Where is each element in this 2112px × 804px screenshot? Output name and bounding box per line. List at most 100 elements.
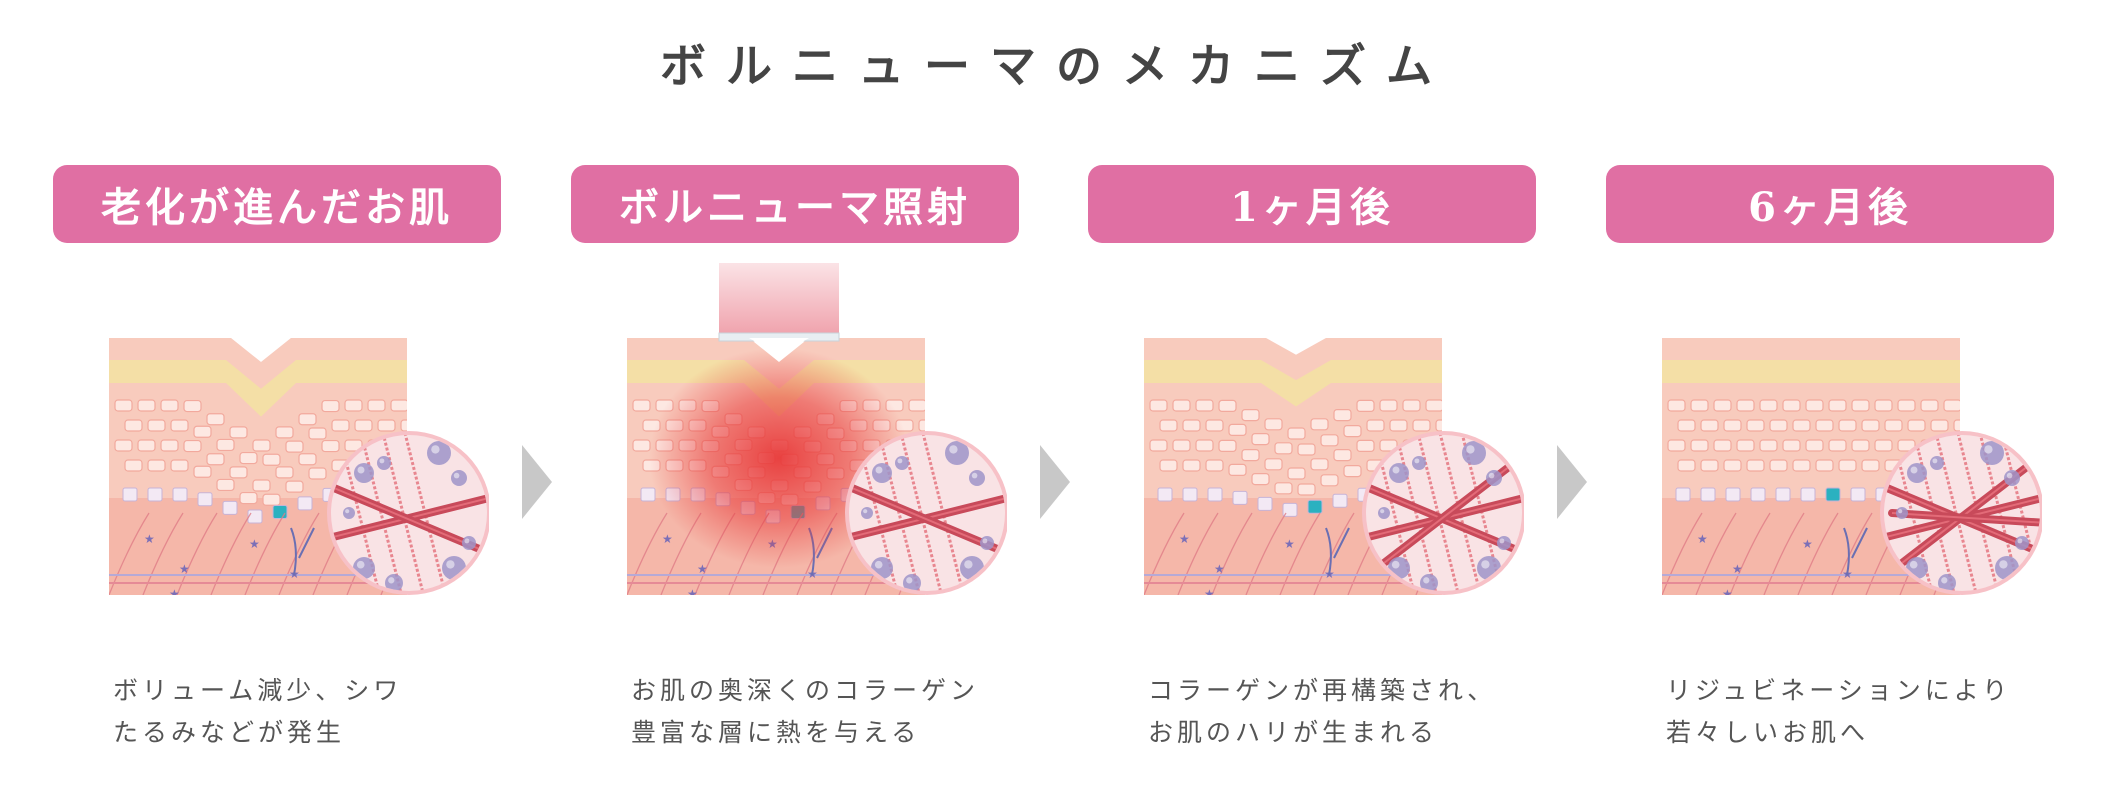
star-glyph: ★ bbox=[1722, 587, 1733, 601]
skin-cell bbox=[632, 399, 651, 412]
elastin-dot bbox=[980, 536, 994, 550]
skin-illustration: ★★★★★ bbox=[1662, 298, 2042, 601]
caption-line: お肌の奥深くのコラーゲン bbox=[631, 676, 980, 705]
dermal-fiber bbox=[210, 512, 252, 595]
skin-cell bbox=[1264, 418, 1283, 431]
skin-cell bbox=[170, 459, 189, 472]
skin-cell bbox=[1851, 399, 1870, 412]
basal-cell bbox=[1257, 496, 1273, 511]
elastin-dot-shine bbox=[1391, 560, 1400, 569]
elastin-dot bbox=[1995, 556, 2019, 580]
skin-cell bbox=[183, 439, 202, 453]
skin-cell bbox=[377, 419, 396, 432]
heat-glow bbox=[649, 348, 909, 568]
elastin-dot-shine bbox=[453, 472, 460, 479]
skin-cell bbox=[1310, 418, 1329, 431]
skin-cell bbox=[1287, 427, 1306, 440]
basal-cell bbox=[640, 487, 656, 502]
collagen-fiber-thin bbox=[1394, 435, 1438, 591]
star-glyph: ★ bbox=[169, 587, 180, 601]
elastin-dot bbox=[343, 507, 355, 519]
skin-cell bbox=[1274, 482, 1293, 495]
skin-cell bbox=[1251, 473, 1270, 486]
skin-cell bbox=[1228, 463, 1247, 476]
elastin-dot bbox=[1378, 507, 1390, 519]
skin-cell bbox=[1943, 399, 1960, 412]
skin-cell bbox=[1736, 399, 1755, 412]
skin-cell bbox=[1333, 409, 1352, 422]
elastin-dot-shine bbox=[446, 560, 455, 569]
skin-cell bbox=[321, 399, 340, 413]
skin-cell bbox=[1218, 439, 1237, 452]
caption-line: 豊富な層に熱を与える bbox=[631, 718, 921, 747]
step-header: ボルニューマ照射 bbox=[571, 165, 1019, 243]
skin-cell bbox=[1182, 419, 1201, 432]
skin-cell bbox=[1805, 399, 1824, 412]
skin-cell bbox=[1435, 419, 1442, 432]
skin-cell bbox=[1159, 419, 1178, 432]
elastin-dot-shine bbox=[356, 560, 365, 569]
skin-cell bbox=[1149, 399, 1168, 412]
skin-cell bbox=[1736, 439, 1755, 452]
nerve-ending bbox=[290, 527, 315, 576]
star-glyph: ★ bbox=[179, 562, 190, 576]
skin-cell bbox=[1310, 458, 1329, 471]
basal-cell bbox=[1232, 490, 1248, 505]
skin-cell bbox=[1667, 439, 1686, 452]
skin-cell bbox=[1828, 399, 1847, 412]
star-glyph: ★ bbox=[687, 587, 698, 601]
elastin-dot-shine bbox=[1999, 560, 2008, 569]
elastin-dot-shine bbox=[1380, 509, 1385, 514]
skin-cell bbox=[331, 419, 350, 432]
elastin-dot-shine bbox=[379, 458, 385, 464]
skin-cell bbox=[1746, 419, 1765, 432]
skin-cell bbox=[1172, 439, 1191, 452]
dermal-fiber bbox=[1245, 512, 1287, 595]
surface-mask bbox=[1662, 298, 1960, 338]
elastin-dot bbox=[861, 507, 873, 519]
surface-mask bbox=[109, 298, 407, 362]
skin-cell bbox=[1356, 399, 1375, 412]
basal-marker-cell bbox=[1825, 487, 1841, 502]
skin-cell bbox=[229, 426, 248, 439]
skin-cross-section: ★★★★★ bbox=[109, 338, 407, 601]
skin-cell bbox=[1851, 439, 1870, 452]
caption-line: 若々しいお肌へ bbox=[1666, 718, 1870, 747]
skin-cell bbox=[1838, 459, 1857, 472]
skin-cell bbox=[285, 480, 304, 493]
dermal-fiber bbox=[1662, 512, 1703, 595]
skin-cell bbox=[1366, 419, 1385, 432]
skin-cell bbox=[918, 419, 925, 432]
skin-cell bbox=[137, 399, 156, 412]
basal-cell bbox=[1775, 487, 1791, 502]
circle-contents bbox=[1366, 435, 1522, 591]
skin-cell bbox=[1815, 459, 1834, 472]
skin-cell bbox=[1805, 439, 1824, 452]
skin-cell bbox=[170, 419, 189, 432]
basal-cell bbox=[1725, 487, 1741, 502]
elastin-dot-shine bbox=[1423, 577, 1430, 584]
elastin-dot-shine bbox=[1488, 472, 1495, 479]
skin-cell bbox=[1782, 439, 1801, 452]
skin-cell bbox=[1172, 399, 1191, 412]
caption-line: たるみなどが発生 bbox=[113, 718, 346, 747]
elastin-dot bbox=[1497, 536, 1511, 550]
elastin-dot-shine bbox=[863, 509, 868, 514]
skin-cell bbox=[1149, 439, 1168, 452]
dermal-fiber bbox=[1279, 512, 1321, 595]
skin-cell bbox=[1907, 419, 1926, 432]
basal-cell bbox=[1207, 487, 1223, 502]
elastin-dot-shine bbox=[1910, 466, 1918, 474]
basal-cell bbox=[1332, 493, 1348, 508]
star-glyph: ★ bbox=[697, 562, 708, 576]
skin-cell bbox=[1723, 419, 1742, 432]
skin-cell bbox=[1861, 419, 1880, 432]
skin-cell bbox=[1218, 399, 1237, 412]
elastin-dot-shine bbox=[345, 509, 350, 514]
skin-cell bbox=[1713, 439, 1732, 452]
skin-cell bbox=[137, 439, 156, 452]
skin-cell bbox=[160, 399, 179, 412]
skin-cell bbox=[1874, 439, 1893, 452]
skin-cell bbox=[1769, 459, 1788, 472]
skin-cell bbox=[1251, 433, 1270, 446]
